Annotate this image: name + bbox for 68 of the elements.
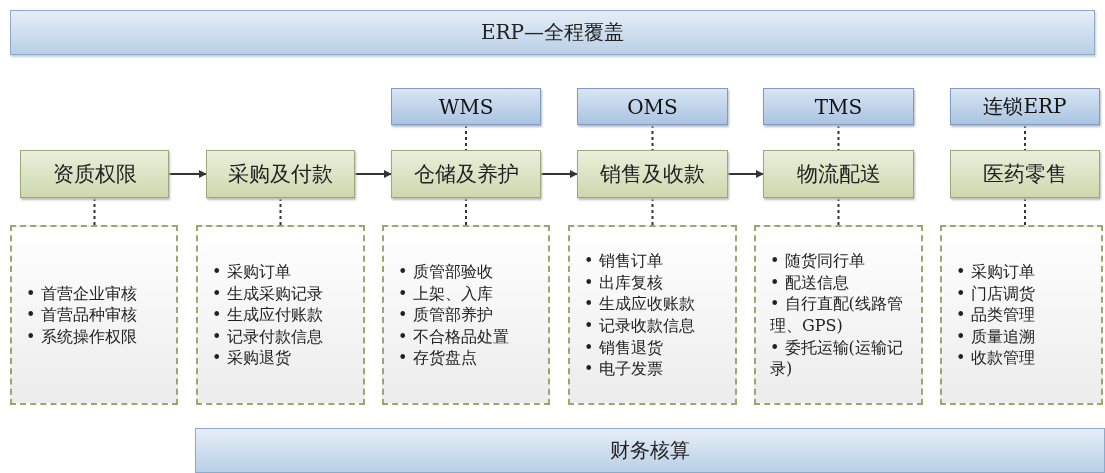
dotted-connector — [837, 197, 840, 226]
list-item: • 质管部验收 — [398, 261, 493, 283]
arrow — [727, 170, 764, 178]
dotted-connector — [279, 197, 282, 226]
dashed-list-box — [940, 225, 1103, 405]
dashed-list-box — [754, 225, 923, 405]
list-item: • 生成应付账款 — [212, 304, 323, 326]
banner-title: 财务核算 — [610, 437, 690, 464]
list-item: • 质管部养护 — [398, 304, 493, 326]
list-item: • 记录付款信息 — [212, 325, 323, 348]
list-item: • 采购退货 — [212, 347, 291, 369]
list-item: • 随货同行单 — [770, 250, 865, 272]
list-item: • 记录收款信息 — [584, 315, 695, 337]
system-box — [950, 88, 1100, 125]
system-box — [577, 88, 728, 125]
process-box — [763, 150, 914, 198]
process-box — [20, 150, 169, 198]
list-item: • 配送信息 — [770, 271, 849, 294]
list-item: • 门店调货 — [956, 282, 1035, 305]
box-label: WMS — [438, 94, 494, 119]
list-item: • 存货盘点 — [398, 347, 477, 369]
list-item: • 系统操作权限 — [26, 325, 137, 348]
dotted-connector — [465, 197, 467, 226]
list-item: • 上架、入库 — [398, 282, 493, 305]
dashed-list-box — [568, 225, 737, 405]
dashed-list-box — [196, 225, 365, 405]
box-label: 销售及收款 — [600, 161, 705, 188]
box-label: 物流配送 — [796, 161, 881, 188]
dashed-list-box — [10, 225, 178, 405]
box-label: 资质权限 — [52, 161, 137, 188]
box-label: 仓储及养护 — [413, 161, 519, 188]
process-box — [950, 150, 1100, 198]
banner-box — [195, 428, 1105, 473]
dotted-connector — [93, 197, 96, 226]
box-label: OMS — [627, 94, 678, 119]
process-box — [206, 150, 355, 198]
dotted-connector — [651, 197, 654, 226]
box-label: 采购及付款 — [228, 161, 333, 188]
list-item: • 采购订单 — [956, 261, 1035, 283]
arrow — [168, 170, 207, 178]
list-item: • 自行直配(线路管理、GPS) — [770, 293, 904, 337]
list-item: • 品类管理 — [956, 304, 1035, 326]
list-item: • 不合格品处置 — [398, 325, 509, 348]
list-item: • 采购订单 — [212, 261, 291, 283]
banner-title: ERP—全程覆盖 — [480, 19, 625, 46]
list-item: • 生成应收账款 — [584, 293, 695, 315]
list-item: • 质量追溯 — [956, 325, 1035, 348]
list-item: • 首营品种审核 — [26, 304, 137, 326]
dotted-connector — [1024, 197, 1026, 226]
list-item: • 收款管理 — [956, 347, 1035, 369]
process-box — [577, 150, 728, 198]
banner-box — [10, 10, 1095, 55]
list-item: • 首营企业审核 — [26, 282, 137, 305]
arrow — [354, 170, 392, 178]
list-item: • 电子发票 — [584, 358, 663, 380]
system-box — [763, 88, 914, 125]
box-label: 医药零售 — [983, 161, 1067, 188]
list-item: • 委托运输(运输记录) — [770, 336, 904, 380]
box-label: TMS — [814, 94, 863, 119]
process-box — [391, 150, 541, 198]
system-box — [391, 88, 541, 125]
list-item: • 销售退货 — [584, 336, 663, 359]
list-item: • 出库复核 — [584, 271, 663, 294]
box-label: 连锁ERP — [983, 93, 1067, 120]
list-item: • 生成采购记录 — [212, 282, 323, 305]
dashed-list-box — [382, 225, 550, 405]
list-item: • 销售订单 — [584, 250, 663, 272]
arrow — [540, 170, 578, 178]
